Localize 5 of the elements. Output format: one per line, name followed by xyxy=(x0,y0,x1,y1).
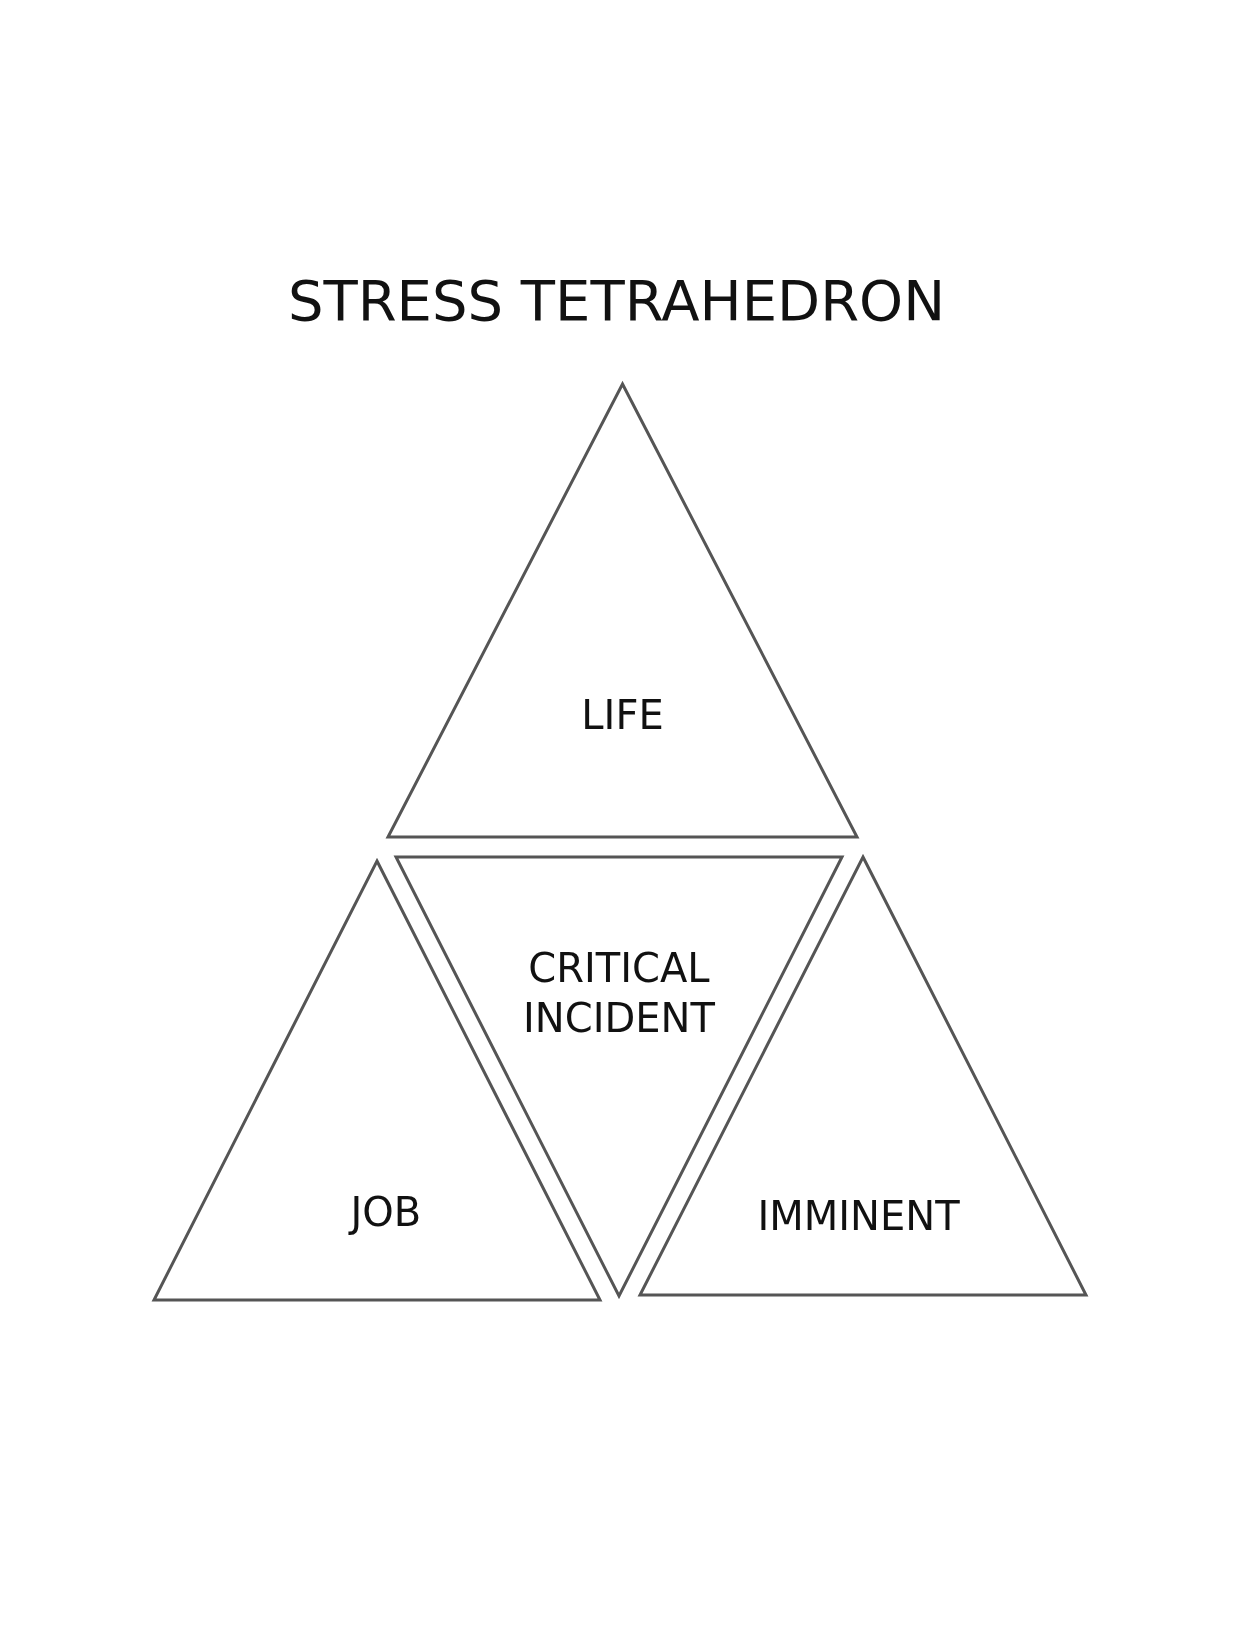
diagram-title: STRESS TETRAHEDRON xyxy=(286,268,947,333)
triangle-label: CRITICAL INCIDENT xyxy=(522,944,716,1044)
triangle-label: JOB xyxy=(350,1188,422,1238)
triangle-label: LIFE xyxy=(581,690,664,740)
triangle-label: IMMINENT xyxy=(757,1192,960,1242)
